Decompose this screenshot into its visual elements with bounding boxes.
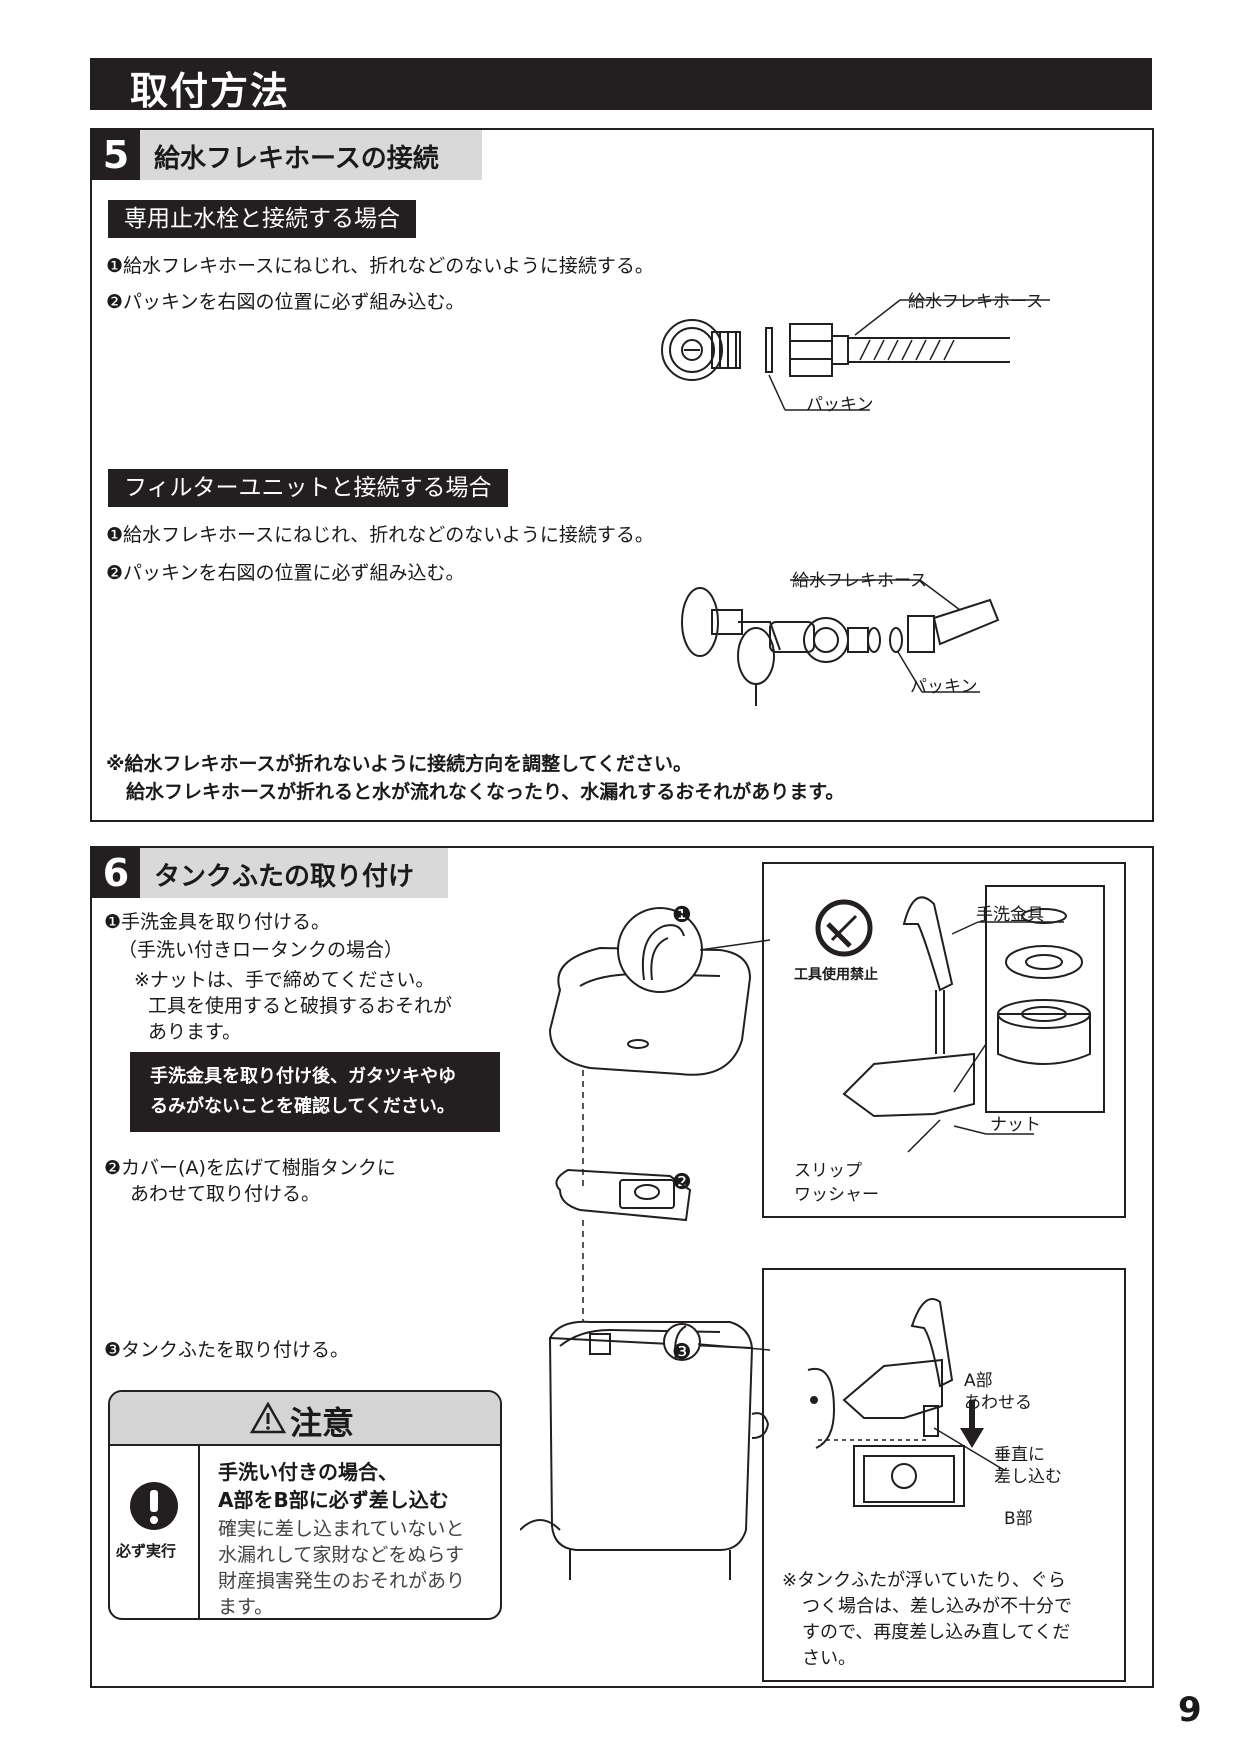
callout-line1: 手洗金具を取り付け後、ガタツキやゆ — [150, 1066, 456, 1087]
marker-1: ❶ — [672, 903, 692, 928]
page-header-bar: 取付方法 — [90, 58, 1152, 113]
step1-line5: あります。 — [148, 1021, 242, 1043]
insert-note-line1: ※タンクふたが浮いていたり、ぐら — [782, 1570, 1066, 1591]
case1-step1: ❶給水フレキホースにねじれ、折れなどのないように接続する。 — [106, 255, 654, 277]
section-5-title: 給水フレキホースの接続 — [154, 144, 439, 174]
step3: ❸タンクふたを取り付ける。 — [104, 1339, 350, 1361]
faucet-detail-box: 工具使用禁止 手洗金具 スリップ ワッシャー ナット — [762, 862, 1126, 1218]
case1-packing-label: パッキン — [806, 395, 874, 415]
tank-assembly-diagram — [520, 907, 771, 1580]
section-5-header: 5 給水フレキホースの接続 — [92, 130, 482, 180]
caution-header: 注意 — [110, 1392, 500, 1446]
caution-side: 必ず実行 — [110, 1446, 200, 1618]
caution-body-line1: 確実に差し込まれていないと — [218, 1518, 465, 1540]
case2-packing-label: パッキン — [910, 677, 978, 697]
step1-line1: ❶手洗金具を取り付ける。 — [104, 911, 331, 933]
nut-label: ナット — [990, 1115, 1041, 1135]
caution-lead-line2: A部をB部に必ず差し込む — [218, 1488, 449, 1512]
washer-label-line1: スリップ — [794, 1161, 862, 1181]
case2-hose-label: 給水フレキホース — [792, 571, 928, 591]
insert-detail-drawing — [807, 1298, 1005, 1507]
mandatory-badge-label: 必ず実行 — [116, 1542, 177, 1560]
warning-triangle-icon — [250, 1402, 286, 1434]
check-callout: 手洗金具を取り付け後、ガタツキやゆ るみがないことを確認してください。 — [130, 1052, 500, 1132]
caution-lead: 手洗い付きの場合、 A部をB部に必ず差し込む — [218, 1458, 449, 1514]
marker-3: ❸ — [672, 1340, 692, 1365]
part-a-label-line2: あわせる — [964, 1393, 1032, 1413]
insert-note-line3: すので、再度差し込み直してくだ — [802, 1622, 1071, 1643]
case1-heading: 専用止水栓と接続する場合 — [108, 200, 416, 238]
washer-label-line2: ワッシャー — [794, 1185, 879, 1205]
faucet-detail-drawing — [815, 885, 1105, 1153]
caution-lead-line1: 手洗い付きの場合、 — [218, 1460, 398, 1484]
caution-body: 確実に差し込まれていないと 水漏れして家財などをぬらす 財産損害発生のおそれがあ… — [218, 1516, 466, 1618]
section-6-title: タンクふたの取り付け — [154, 862, 415, 892]
step1-line2: （手洗い付きロータンクの場合） — [118, 939, 404, 961]
no-tools-label: 工具使用禁止 — [794, 967, 878, 983]
part-b-label: B部 — [1004, 1509, 1033, 1529]
filter-unit-diagram — [681, 579, 1000, 706]
insert-note-line2: つく場合は、差し込みが不十分で — [802, 1596, 1072, 1617]
section5-note-line2: 給水フレキホースが折れると水が流れなくなったり、水漏れするおそれがあります。 — [126, 781, 845, 803]
caution-body-line4: ます。 — [218, 1596, 274, 1618]
section-5: 5 給水フレキホースの接続 専用止水栓と接続する場合 ❶給水フレキホースにねじれ… — [90, 128, 1154, 822]
page-number: 9 — [1178, 1690, 1202, 1730]
insert-note-line4: さい。 — [802, 1648, 856, 1669]
insert-label-line2: 差し込む — [994, 1467, 1062, 1487]
caution-box: 注意 必ず実行 手洗い付きの場合、 A部をB部に必ず差し込む 確実に差し込まれて… — [108, 1390, 502, 1620]
case1-step2: ❷パッキンを右図の位置に必ず組み込む。 — [106, 291, 465, 313]
caution-title: 注意 — [290, 1404, 355, 1442]
section-6-number: 6 — [92, 848, 140, 898]
insert-detail-box: A部 あわせる 垂直に 差し込む B部 ※タンクふたが浮いていたり、ぐら つく場… — [762, 1268, 1126, 1682]
caution-body-line3: 財産損害発生のおそれがあり — [218, 1570, 466, 1592]
step2-line1: ❷カバー(A)を広げて樹脂タンクに — [104, 1157, 396, 1179]
section-6-header: 6 タンクふたの取り付け — [92, 848, 448, 898]
faucet-label: 手洗金具 — [976, 905, 1044, 925]
step2-line2: あわせて取り付ける。 — [130, 1183, 321, 1205]
section5-note-line1: ※給水フレキホースが折れないように接続方向を調整してください。 — [106, 753, 693, 775]
case2-heading: フィルターユニットと接続する場合 — [108, 469, 508, 507]
insert-label-line1: 垂直に — [994, 1445, 1045, 1465]
step1-line4: 工具を使用すると破損するおそれが — [148, 995, 453, 1017]
part-a-label-line1: A部 — [964, 1371, 993, 1391]
marker-2: ❷ — [672, 1170, 692, 1195]
case2-step2: ❷パッキンを右図の位置に必ず組み込む。 — [106, 562, 465, 584]
case1-hose-label: 給水フレキホース — [908, 292, 1044, 312]
section-5-number: 5 — [92, 130, 140, 180]
callout-line2: るみがないことを確認してください。 — [150, 1096, 455, 1117]
insert-note: ※タンクふたが浮いていたり、ぐら つく場合は、差し込みが不十分で すので、再度差… — [782, 1568, 1072, 1672]
caution-body-line2: 水漏れして家財などをぬらす — [218, 1544, 465, 1566]
step1-line3: ※ナットは、手で締めてください。 — [134, 969, 435, 991]
mandatory-action-icon — [130, 1482, 178, 1530]
page-title: 取付方法 — [130, 69, 291, 113]
case2-step1: ❶給水フレキホースにねじれ、折れなどのないように接続する。 — [106, 524, 654, 546]
stop-valve-diagram — [661, 299, 1050, 411]
section-6: 6 タンクふたの取り付け — [90, 846, 1154, 1688]
